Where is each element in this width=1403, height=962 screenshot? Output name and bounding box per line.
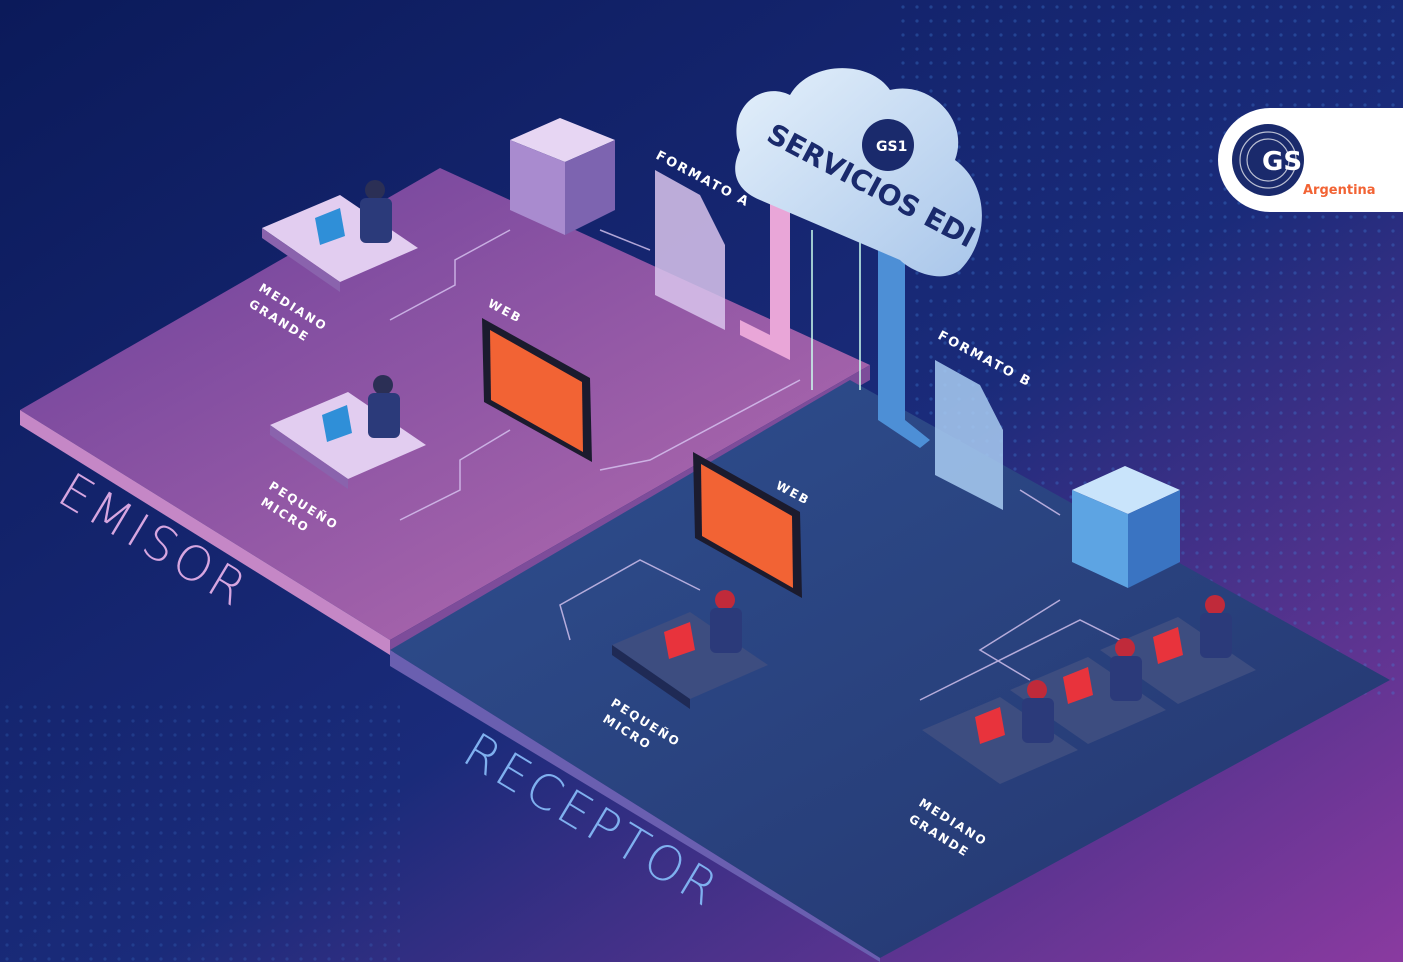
connection-lines xyxy=(389,229,1121,701)
brand-logo-text: GS1 xyxy=(1262,147,1320,177)
brand-country: Argentina xyxy=(1303,183,1376,198)
receptor-large-desks: MEDIANO GRANDE xyxy=(906,595,1256,860)
receptor-server-icon xyxy=(1072,466,1180,588)
gs1-logo-icon xyxy=(1232,124,1304,196)
edi-cloud: GS1 SERVICIOS EDI xyxy=(735,68,982,277)
gs1-argentina-badge: GS1 Argentina xyxy=(1218,108,1403,212)
dot-pattern-bottom xyxy=(0,700,400,962)
cloud-logo-text: GS1 xyxy=(876,139,907,155)
emisor-small-desk: PEQUEÑO MICRO xyxy=(258,375,426,536)
emisor-server-icon xyxy=(510,118,615,235)
gs1-cloud-logo-icon xyxy=(862,119,914,171)
cloud-pipes xyxy=(740,190,930,448)
